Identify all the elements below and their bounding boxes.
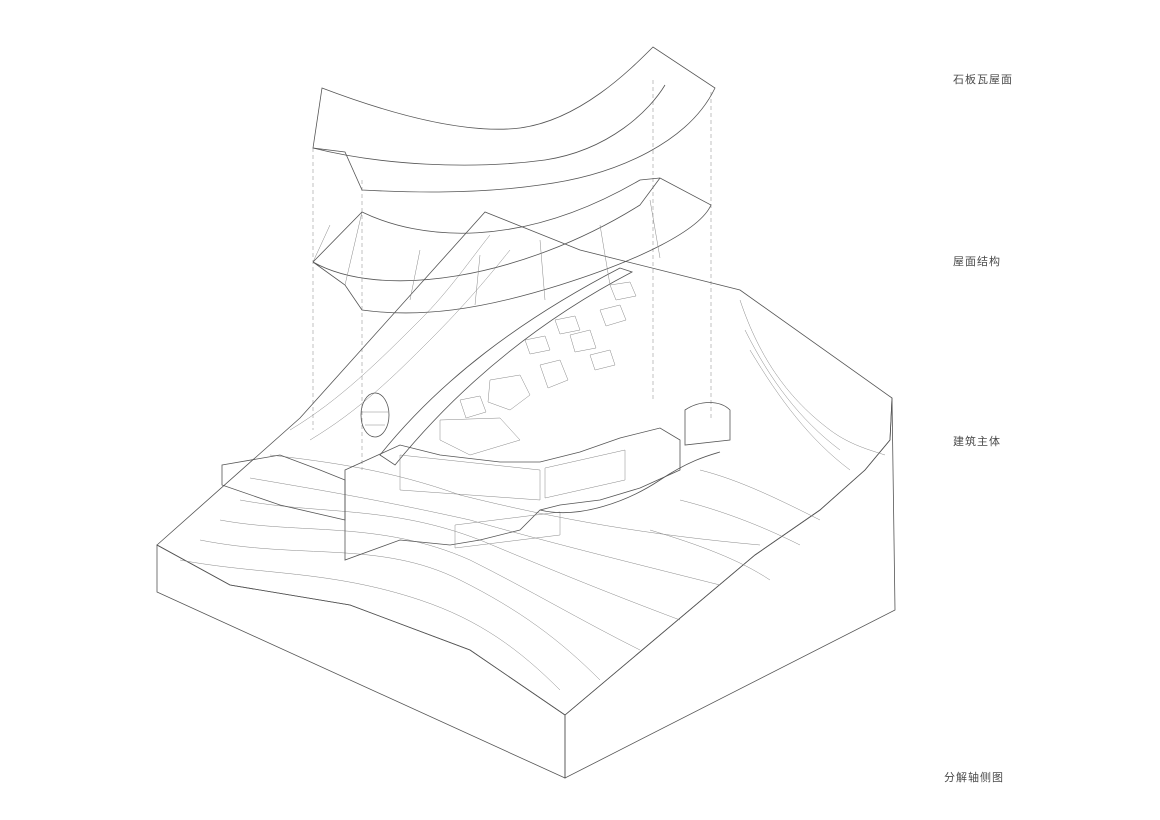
building-body xyxy=(221,267,731,561)
label-building-body: 建筑主体 xyxy=(953,435,1001,448)
terrain-block xyxy=(156,211,896,779)
label-slate-roof: 石板瓦屋面 xyxy=(953,73,1013,86)
roof-structure-layer xyxy=(312,177,712,314)
label-roof-structure: 屋面结构 xyxy=(953,255,1001,268)
projection-lines xyxy=(312,80,712,470)
slate-roof-layer xyxy=(312,46,716,193)
drawing-title: 分解轴侧图 xyxy=(944,771,1004,784)
